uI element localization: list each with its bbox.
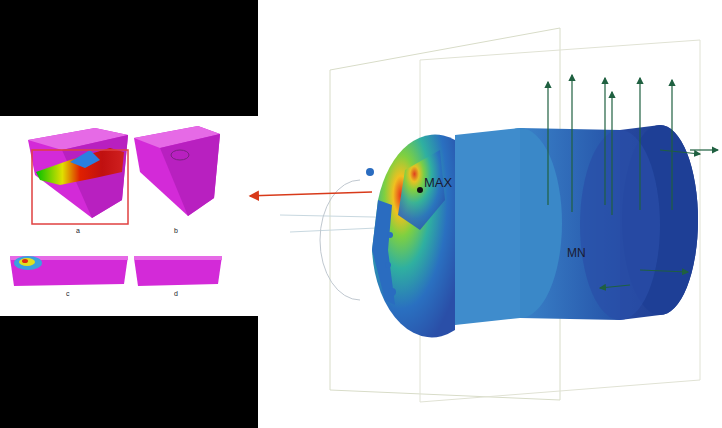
subfigure-letter: d [174, 290, 178, 297]
subfigure-letter: b [174, 227, 178, 234]
subfigure-letter: c [66, 290, 70, 297]
max-marker-label: MAX [424, 176, 452, 189]
subfigure-letter: a [76, 227, 80, 234]
min-marker-label: MN [567, 247, 586, 259]
